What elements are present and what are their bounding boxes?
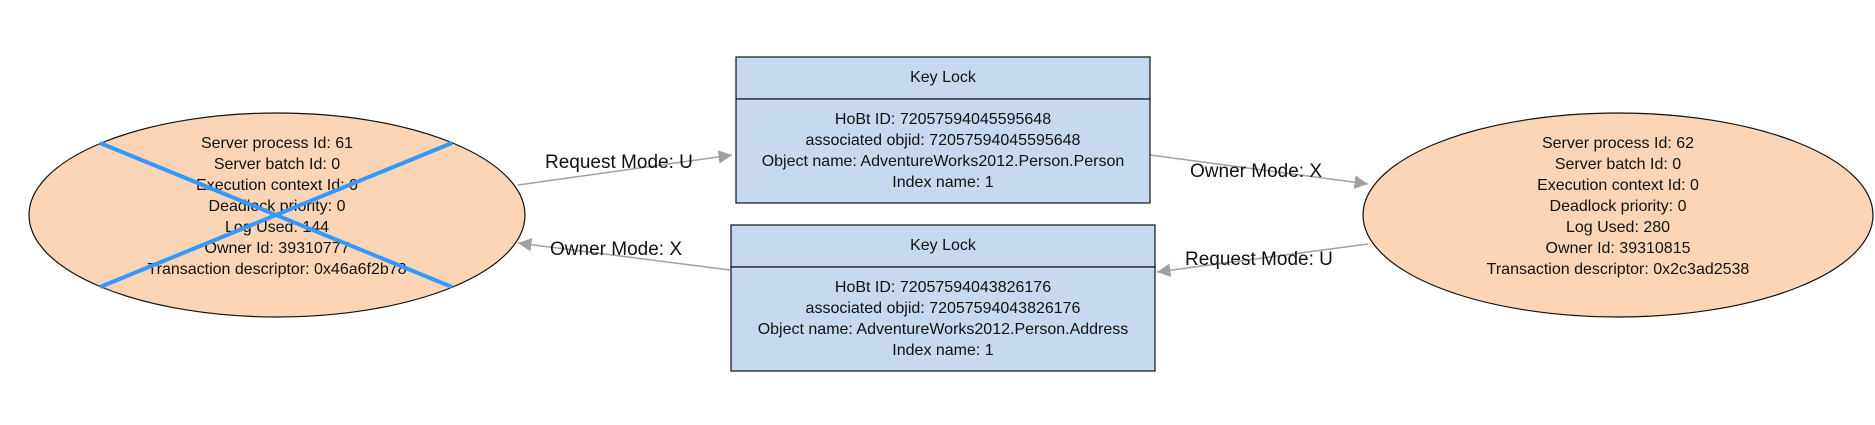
resource-line: associated objid: 72057594043826176 (806, 300, 1081, 317)
process-line: Log Used: 280 (1566, 219, 1670, 236)
resource-node-key-lock-address[interactable]: Key Lock HoBt ID: 72057594043826176 asso… (730, 224, 1156, 372)
resource-body (730, 266, 1156, 372)
resource-header (735, 56, 1151, 100)
process-line: Transaction descriptor: 0x46a6f2b78 (147, 261, 406, 278)
process-line: Server batch Id: 0 (1555, 156, 1681, 173)
process-line: Deadlock priority: 0 (1550, 198, 1687, 215)
resource-line: HoBt ID: 72057594043826176 (835, 279, 1051, 296)
process-line: Execution context Id: 0 (1537, 177, 1699, 194)
edge-label-e1: Request Mode: U (545, 152, 693, 173)
process-node-61[interactable]: Server process Id: 61 Server batch Id: 0… (28, 112, 526, 318)
resource-line: Index name: 1 (892, 342, 994, 359)
process-line: Transaction descriptor: 0x2c3ad2538 (1487, 261, 1750, 278)
process-line: Server process Id: 62 (1542, 135, 1694, 152)
process-line: Owner Id: 39310815 (1546, 240, 1691, 257)
edge-labels: Request Mode: U Owner Mode: X Request Mo… (545, 152, 1333, 270)
process-line: Server process Id: 61 (201, 135, 353, 152)
edge-label-e3: Request Mode: U (1185, 249, 1333, 270)
resource-line: associated objid: 72057594045595648 (806, 132, 1081, 149)
resource-body (735, 98, 1151, 204)
process-line: Owner Id: 39310777 (205, 240, 350, 257)
process-node-62[interactable]: Server process Id: 62 Server batch Id: 0… (1362, 112, 1874, 318)
resource-line: HoBt ID: 72057594045595648 (835, 111, 1051, 128)
edges (517, 150, 1369, 277)
resource-node-key-lock-person[interactable]: Key Lock HoBt ID: 72057594045595648 asso… (735, 56, 1151, 204)
process-line: Execution context Id: 0 (196, 177, 358, 194)
resource-title: Key Lock (910, 237, 977, 254)
resource-line: Object name: AdventureWorks2012.Person.A… (758, 321, 1129, 338)
resource-title: Key Lock (910, 69, 977, 86)
resource-line: Object name: AdventureWorks2012.Person.P… (762, 153, 1125, 170)
process-ellipse (1362, 112, 1874, 318)
resource-line: Index name: 1 (892, 174, 994, 191)
edge-line-e2 (1149, 154, 1369, 189)
process-line: Server batch Id: 0 (214, 156, 340, 173)
edge-line-e4 (517, 238, 731, 271)
edge-line-e3 (1156, 243, 1369, 277)
edge-label-e4: Owner Mode: X (550, 239, 682, 260)
edge-label-e2: Owner Mode: X (1190, 161, 1322, 182)
edge-line-e1 (517, 150, 733, 186)
victim-cross-icon (99, 141, 453, 289)
